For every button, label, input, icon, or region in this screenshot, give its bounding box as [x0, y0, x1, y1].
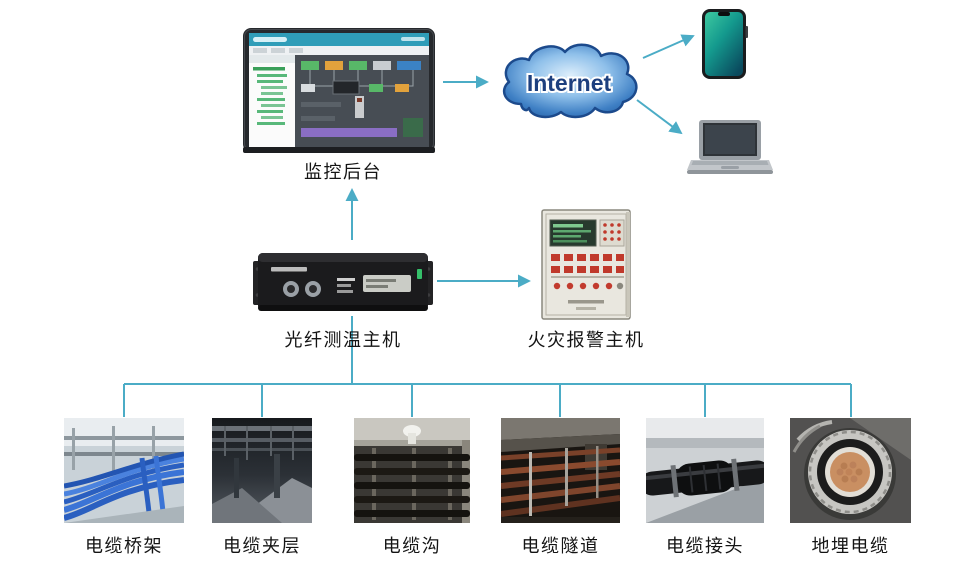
fiber-host-node [253, 245, 433, 322]
site-label-cable-tunnel: 电缆隧道 [521, 536, 600, 556]
site-cable-joint: 电缆接头 [646, 418, 764, 558]
fire-alarm-panel-illustration [541, 209, 631, 320]
monitor-node [243, 28, 435, 161]
site-label-cable-tray: 电缆桥架 [85, 536, 163, 556]
internet-node: Internet [493, 38, 645, 133]
fire-alarm-label: 火灾报警主机 [527, 330, 645, 350]
photo-cable-tray [64, 418, 184, 523]
fiber-host-label: 光纤测温主机 [284, 330, 402, 350]
site-label-cable-mezzanine: 电缆夹层 [223, 536, 301, 556]
site-cable-tray: 电缆桥架 [64, 418, 184, 558]
photo-cable-mezzanine [212, 418, 312, 523]
site-label-buried-cable: 地埋电缆 [811, 536, 890, 556]
laptop-icon [687, 120, 773, 174]
photo-cable-trench [354, 418, 470, 523]
photo-cable-joint [646, 418, 764, 523]
site-buried-cable: 地埋电缆 [790, 418, 911, 558]
arrow-internet-to-phone [642, 34, 695, 59]
monitor-label: 监控后台 [304, 162, 382, 182]
photo-cable-tunnel [501, 418, 620, 523]
site-label-cable-trench: 电缆沟 [382, 536, 442, 556]
internet-label: Internet [527, 70, 612, 96]
internet-cloud-icon: Internet [502, 43, 638, 119]
photo-buried-cable [790, 418, 911, 523]
fire-alarm-node [540, 208, 632, 326]
site-cable-mezzanine: 电缆夹层 [212, 418, 312, 558]
site-cable-tunnel: 电缆隧道 [501, 418, 620, 558]
site-label-cable-joint: 电缆接头 [666, 536, 744, 556]
site-cable-trench: 电缆沟 [354, 418, 470, 558]
phone-node [700, 8, 748, 85]
fiber-host-illustration [253, 253, 433, 311]
smartphone-icon [702, 9, 748, 79]
monitor-illustration [243, 28, 435, 153]
laptop-node [683, 120, 773, 183]
